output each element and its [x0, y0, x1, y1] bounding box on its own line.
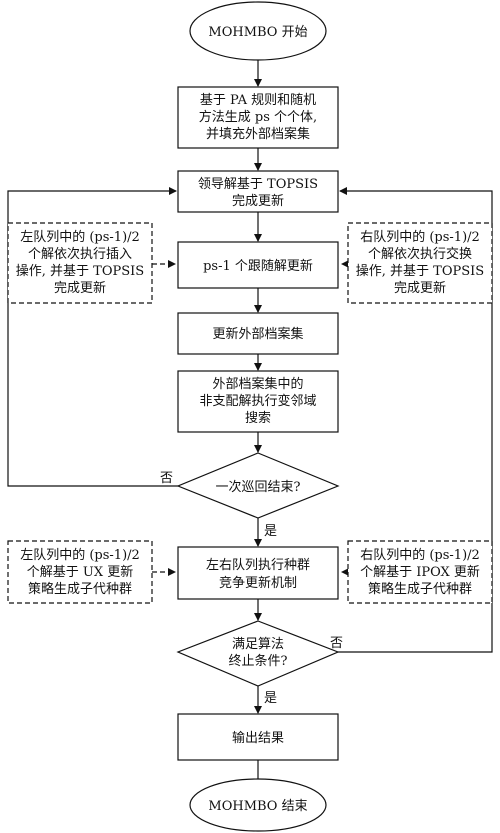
leader-line-1: 领导解基于 TOPSIS — [198, 177, 318, 192]
follower-label: ps-1 个跟随解更新 — [203, 258, 313, 274]
archive-update-node: 更新外部档案集 — [177, 312, 339, 355]
decision-stop-line-1: 满足算法 — [232, 637, 284, 652]
yes-label-1: 是 — [264, 524, 277, 539]
archive-update-label: 更新外部档案集 — [212, 326, 303, 342]
compete-node: 左右队列执行种群 竞争更新机制 — [177, 546, 339, 600]
init-line-1: 基于 PA 规则和随机 — [200, 93, 316, 108]
left-note-1-line-2: 个解依次执行插入 — [28, 246, 132, 262]
vns-line-3: 搜索 — [245, 411, 271, 426]
decision-tour-node: 一次巡回结束? — [176, 452, 340, 519]
right-note-1-line-1: 右队列中的 (ps-1)/2 — [360, 229, 480, 245]
left-note-2: 左队列中的 (ps-1)/2 个解基于 UX 更新 策略生成子代种群 — [7, 540, 153, 604]
left-note-1-line-3: 操作, 并基于 TOPSIS — [16, 263, 144, 279]
compete-line-2: 竞争更新机制 — [219, 575, 297, 591]
decision-stop-node: 满足算法 终止条件? — [176, 620, 340, 687]
right-note-1-line-2: 个解依次执行交换 — [368, 246, 472, 262]
output-label: 输出结果 — [232, 730, 284, 746]
no-label-1: 否 — [160, 471, 173, 486]
init-node: 基于 PA 规则和随机 方法生成 ps 个个体, 并填充外部档案集 — [177, 86, 339, 149]
connectors — [7, 60, 493, 787]
right-note-2: 右队列中的 (ps-1)/2 个解基于 IPOX 更新 策略生成子代种群 — [347, 540, 493, 604]
right-note-2-line-2: 个解基于 IPOX 更新 — [360, 564, 480, 580]
leader-node: 领导解基于 TOPSIS 完成更新 — [177, 170, 339, 213]
yes-label-2: 是 — [264, 691, 277, 706]
end-label: MOHMBO 结束 — [208, 799, 307, 814]
left-note-2-line-2: 个解基于 UX 更新 — [27, 564, 133, 580]
left-note-1: 左队列中的 (ps-1)/2 个解依次执行插入 操作, 并基于 TOPSIS 完… — [7, 222, 153, 304]
left-note-2-line-1: 左队列中的 (ps-1)/2 — [20, 547, 140, 563]
decision-stop-line-2: 终止条件? — [229, 653, 288, 669]
init-line-3: 并填充外部档案集 — [206, 126, 310, 142]
leader-line-2: 完成更新 — [232, 193, 284, 209]
left-note-1-line-1: 左队列中的 (ps-1)/2 — [20, 229, 140, 245]
right-note-1-line-3: 操作, 并基于 TOPSIS — [356, 263, 484, 279]
output-node: 输出结果 — [177, 713, 339, 761]
follower-node: ps-1 个跟随解更新 — [177, 241, 339, 289]
start-label: MOHMBO 开始 — [208, 25, 307, 40]
left-note-1-line-4: 完成更新 — [54, 280, 106, 296]
end-node: MOHMBO 结束 — [189, 778, 327, 832]
right-note-1-line-4: 完成更新 — [394, 280, 446, 296]
left-note-2-line-3: 策略生成子代种群 — [28, 581, 132, 597]
no-label-2: 否 — [330, 636, 343, 651]
start-node: MOHMBO 开始 — [189, 1, 327, 61]
vns-node: 外部档案集中的 非支配解执行变邻域 搜索 — [177, 370, 339, 433]
init-line-2: 方法生成 ps 个个体, — [199, 109, 317, 125]
right-note-1: 右队列中的 (ps-1)/2 个解依次执行交换 操作, 并基于 TOPSIS 完… — [347, 222, 493, 304]
vns-line-2: 非支配解执行变邻域 — [199, 393, 316, 409]
loop-arrow-tour-no — [7, 187, 178, 487]
compete-line-1: 左右队列执行种群 — [206, 558, 310, 573]
vns-line-1: 外部档案集中的 — [212, 376, 303, 392]
loop-arrow-stop-no — [338, 187, 493, 653]
decision-tour-label: 一次巡回结束? — [216, 479, 301, 495]
right-note-2-line-3: 策略生成子代种群 — [368, 581, 472, 597]
right-note-2-line-1: 右队列中的 (ps-1)/2 — [360, 547, 480, 563]
